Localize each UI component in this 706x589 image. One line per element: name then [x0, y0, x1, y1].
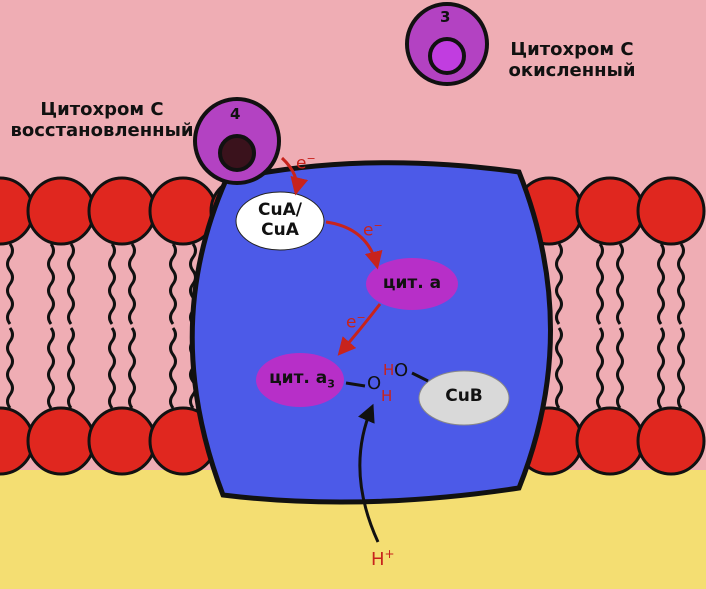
- water-hydrogen-lower: H: [381, 387, 393, 405]
- cyt-a3-text: цит. а: [269, 368, 328, 388]
- cua-label: CuA/ CuA: [245, 200, 315, 240]
- lipid-tail: [555, 327, 563, 409]
- lipid-tail: [108, 327, 116, 409]
- cyt-a3-subscript: 3: [327, 377, 335, 391]
- lipid-tail: [596, 243, 604, 325]
- electron-label-3: e−: [346, 311, 366, 333]
- lipid-tail: [657, 327, 665, 409]
- lipid-tail: [67, 327, 75, 409]
- lipid-head: [636, 176, 706, 246]
- proton-charge: +: [384, 547, 395, 561]
- lipid-tail: [6, 243, 14, 325]
- cyt-c-reduced-number: 4: [230, 105, 241, 123]
- cyt-a-node: [366, 258, 458, 310]
- electron-label-1: e−: [296, 152, 316, 174]
- cub-oxygen-bond: [411, 371, 429, 383]
- cytochrome-c-oxidized: [405, 2, 489, 86]
- lipid-tail: [677, 327, 685, 409]
- water-hydrogen-upper: H: [383, 361, 395, 379]
- lipid-tail: [616, 327, 624, 409]
- electron-label-2: e−: [363, 219, 383, 241]
- cyt-c-reduced-line2: восстановленный: [10, 119, 194, 141]
- lipid-head: [26, 406, 96, 476]
- water-oxygen-upper: O: [394, 360, 409, 381]
- cyt-c-reduced-caption: Цитохром С восстановленный: [8, 99, 196, 141]
- lipid-tail: [555, 243, 563, 325]
- cyt-a3-node: [256, 353, 344, 407]
- lipid-tail: [6, 327, 14, 409]
- proton-arrow: [358, 403, 380, 543]
- lipid-tail: [657, 243, 665, 325]
- lipid-tail: [47, 243, 55, 325]
- lipid-head: [87, 176, 157, 246]
- lipid-head: [575, 406, 645, 476]
- electron-label-3-symbol: e: [346, 312, 357, 333]
- cub-node: [418, 370, 510, 426]
- lipid-tail: [108, 243, 116, 325]
- lipid-tail: [677, 243, 685, 325]
- a3-oxygen-bond: [345, 381, 366, 388]
- lipid-tail: [67, 243, 75, 325]
- cua-label-line2: CuA: [261, 219, 299, 240]
- cyt-c-oxidized-line1: Цитохром С: [510, 39, 634, 60]
- lipid-head: [636, 406, 706, 476]
- electron-label-1-symbol: e: [296, 153, 307, 174]
- cub-label: CuB: [445, 386, 483, 406]
- cyt-c-oxidized-caption: Цитохром С окисленный: [502, 39, 642, 81]
- lipid-tail: [616, 243, 624, 325]
- cyt-c-reduced-line1: Цитохром С: [40, 99, 164, 120]
- lipid-tail: [47, 327, 55, 409]
- water-oxygen-lower: O: [367, 373, 382, 394]
- cua-node: [235, 191, 325, 251]
- electron-arrow-1: [280, 156, 309, 196]
- lipid-head: [26, 176, 96, 246]
- cyt-a-label: цит. а: [382, 273, 442, 293]
- electron-label-2-symbol: e: [363, 220, 374, 241]
- lipid-tail: [169, 327, 177, 409]
- cytochrome-c-reduced: [193, 97, 281, 185]
- lipid-tail: [128, 327, 136, 409]
- electron-label-2-charge: −: [373, 219, 383, 232]
- cyt-c-oxidized-number: 3: [440, 8, 451, 26]
- lipid-head: [87, 406, 157, 476]
- cua-label-line1: CuA/: [258, 200, 302, 220]
- lipid-tail: [128, 243, 136, 325]
- electron-label-1-charge: −: [306, 152, 316, 165]
- proton-symbol: H: [371, 549, 385, 570]
- lipid-head: [575, 176, 645, 246]
- cyt-c-oxidized-line2: окисленный: [508, 59, 636, 81]
- electron-label-3-charge: −: [356, 311, 366, 324]
- electron-arrow-2: [325, 220, 383, 270]
- cyt-a3-label: цит. а3: [260, 368, 344, 391]
- proton-label: H+: [371, 547, 395, 571]
- lipid-tail: [169, 243, 177, 325]
- electron-arrow-3: [337, 303, 382, 356]
- lipid-tail: [596, 327, 604, 409]
